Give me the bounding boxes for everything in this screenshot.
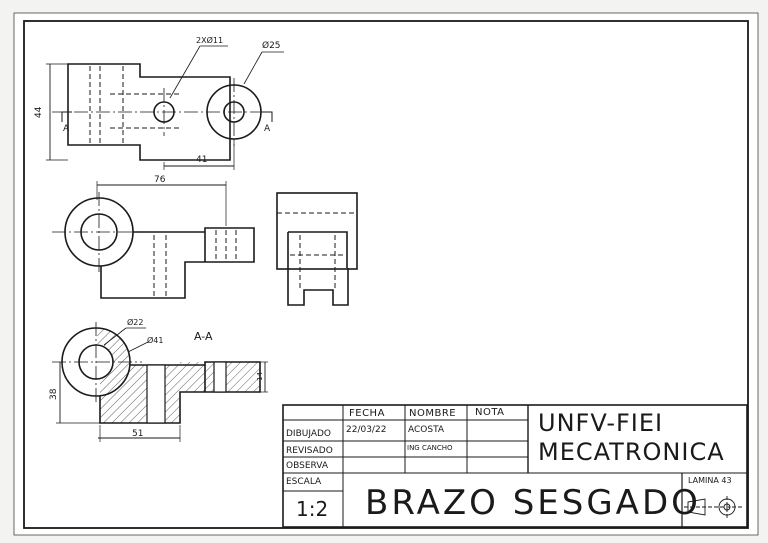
paper-edge [13,12,759,536]
dibujado-fecha: 22/03/22 [346,425,387,435]
top-view-outline [67,63,231,161]
section-view [52,322,268,442]
header-fecha: FECHA [349,408,385,419]
diameter-22-label: Ø22 [127,317,143,327]
organization-line1: UNFV-FIEI [538,409,664,437]
row-label-revisado: REVISADO [286,446,333,456]
dim-51-label: 51 [132,429,143,439]
revisado-nombre: ING CANCHO [407,444,453,452]
projection-symbol-icon [684,496,744,518]
sheet-number: LAMINA 43 [688,476,732,485]
title-block-grid [282,404,748,528]
dim-76-label: 76 [154,175,166,185]
header-nombre: NOMBRE [409,408,457,419]
front-view [52,181,255,299]
organization-line2: MECATRONICA [538,438,725,466]
front-view-outline [100,227,255,299]
top-view [46,45,284,170]
row-label-observa: OBSERVA [286,461,328,471]
holes-callout: 2XØ11 [196,35,223,45]
section-marker-right: A [264,124,271,134]
title-block: FECHA NOMBRE NOTA DIBUJADO 22/03/22 ACOS… [283,405,747,527]
dim-14-label: 14 [256,372,264,381]
side-view [276,192,358,306]
section-title: A-A [194,330,213,343]
row-label-dibujado: DIBUJADO [286,429,332,439]
side-view-outline [276,192,358,270]
drawing-title: BRAZO SESGADO [365,483,701,523]
diameter-41-label: Ø41 [147,335,163,345]
dim-38-label: 38 [49,388,59,400]
row-label-escala: ESCALA [286,477,322,487]
diameter-25-label: Ø25 [262,40,281,51]
scale-value: 1:2 [296,497,329,521]
dibujado-nombre: ACOSTA [408,425,445,435]
dim-44-label: 44 [34,106,44,118]
section-marker-left: A [63,124,70,134]
drawing-frame [23,20,749,529]
dim-41-label: 41 [196,155,207,165]
header-nota: NOTA [475,407,505,418]
